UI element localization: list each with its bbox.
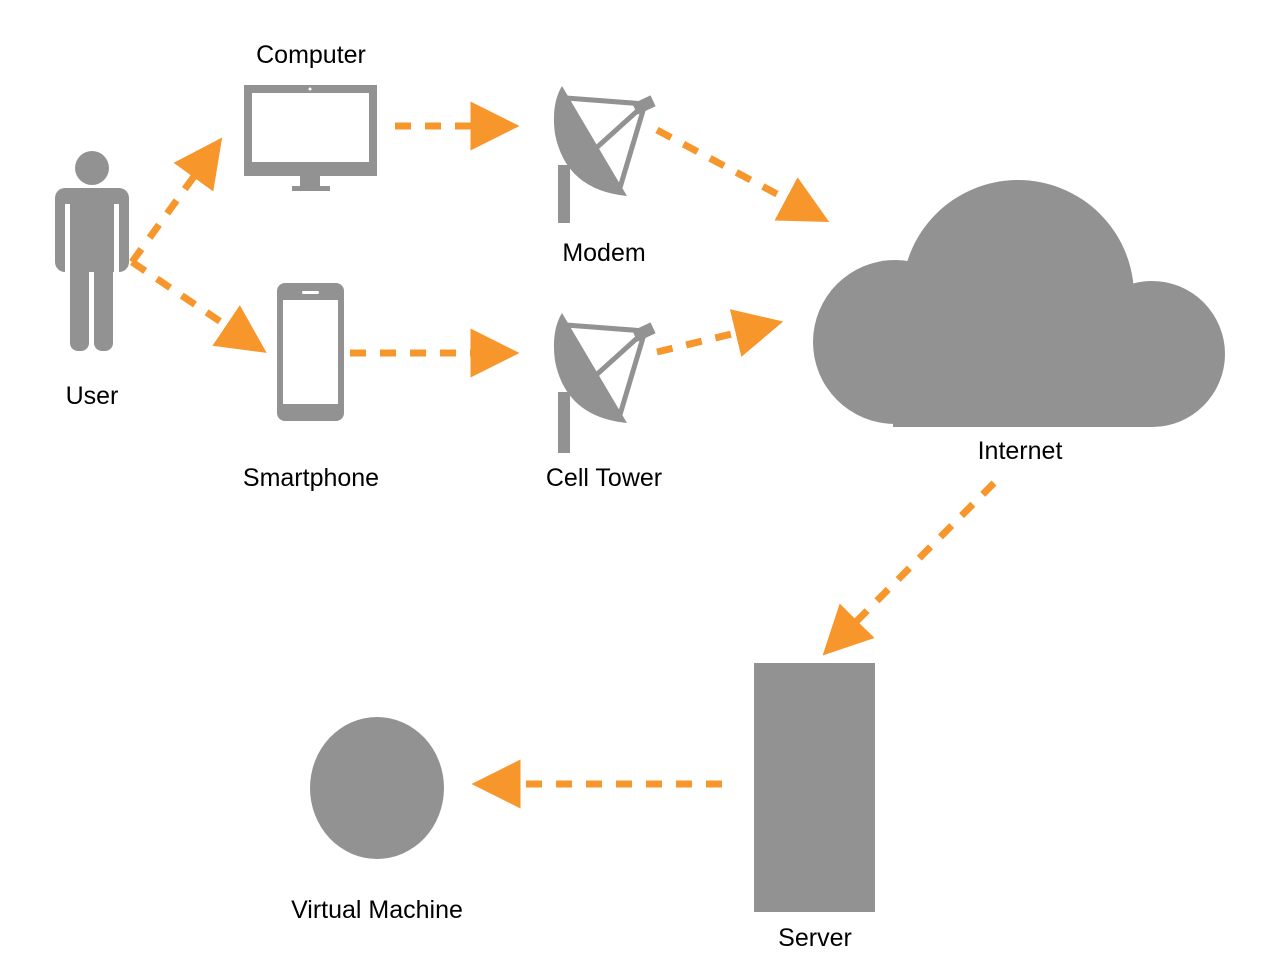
satellite-dish-icon bbox=[553, 86, 656, 223]
computer-label: Computer bbox=[256, 41, 366, 69]
satellite-dish-icon bbox=[553, 313, 656, 453]
user-node: User bbox=[55, 151, 129, 410]
monitor-icon bbox=[244, 85, 377, 191]
modem-node: Modem bbox=[553, 86, 656, 267]
server-node: Server bbox=[754, 663, 875, 952]
virtual-machine-label: Virtual Machine bbox=[291, 896, 463, 924]
computer-node: Computer bbox=[244, 41, 377, 191]
virtual-machine-circle bbox=[310, 717, 444, 859]
cell-tower-node: Cell Tower bbox=[546, 313, 662, 492]
arrow-internet-to-server bbox=[822, 480, 997, 656]
connection-arrows bbox=[129, 101, 997, 809]
virtual-machine-node: Virtual Machine bbox=[291, 717, 463, 924]
cloud-icon bbox=[813, 180, 1225, 427]
modem-label: Modem bbox=[562, 239, 645, 267]
arrow-user-to-computer bbox=[129, 137, 223, 265]
smartphone-label: Smartphone bbox=[243, 464, 379, 492]
arrow-modem-to-internet bbox=[655, 126, 830, 222]
arrow-cell-tower-to-internet bbox=[656, 309, 784, 357]
server-label: Server bbox=[778, 924, 852, 952]
server-box bbox=[754, 663, 875, 912]
internet-node: Internet bbox=[813, 180, 1225, 465]
smartphone-icon bbox=[277, 283, 344, 421]
smartphone-node: Smartphone bbox=[243, 283, 379, 492]
user-label: User bbox=[66, 382, 119, 410]
arrow-user-to-smartphone bbox=[130, 259, 267, 353]
cell-tower-label: Cell Tower bbox=[546, 464, 662, 492]
internet-label: Internet bbox=[978, 437, 1063, 465]
person-icon bbox=[55, 151, 129, 351]
